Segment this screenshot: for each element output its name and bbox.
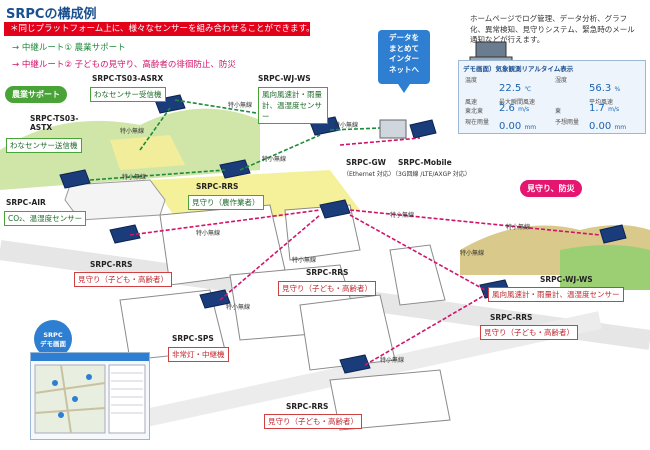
demo-badge: SRPC デモ画面 (34, 320, 72, 358)
link-label: 特小無線 (380, 357, 405, 364)
device-gw-sub: （Ethernet 対応） (343, 171, 395, 178)
max-gust-value: 2.6 m/s (499, 103, 530, 114)
device-ts03-asrx-name: SRPC-TS03-ASRX (92, 74, 164, 83)
rain-now-label: 現在雨量 (465, 119, 490, 126)
avg-wind-value: 1.7 m/s (589, 103, 620, 114)
route-desc: 子どもの見守り、高齢者の徘徊防止、防災 (74, 60, 236, 70)
temp-value: 22.5 ℃ (499, 83, 532, 94)
rain-now-value: 0.00 mm (499, 121, 537, 132)
device-wjws-top-desc: 風向風速計・雨量計、温湿度センサー (258, 87, 328, 124)
max-gust-label: 最大瞬間風速 (499, 99, 536, 106)
route-desc: 農業サポート (74, 43, 126, 53)
device-wjws-right-name: SRPC-WJ-WS (540, 275, 593, 284)
device-rrs-bottom-name: SRPC-RRS (286, 402, 329, 411)
link-label: 特小無線 (262, 156, 287, 163)
device-gw-name: SRPC-GW (346, 158, 386, 167)
callout-line: データを (389, 33, 419, 42)
avg-wind-label: 平均風速 (589, 99, 614, 106)
route-name: 中継ルート① (21, 43, 72, 53)
device-sps-name: SRPC-SPS (172, 334, 214, 343)
internet-callout: データを まとめて インター ネットへ (378, 30, 430, 84)
callout-tail (398, 84, 410, 93)
device-sps-desc: 非常灯・中継機 (168, 347, 229, 362)
rain-forecast-label: 予想雨量 (555, 119, 580, 126)
link-label: 特小無線 (120, 128, 145, 135)
page-title: SRPCの構成例 (6, 7, 97, 22)
device-wjws-top-name: SRPC-WJ-WS (258, 74, 311, 83)
route-2: → 中継ルート② 子どもの見守り、高齢者の徘徊防止、防災 (12, 58, 236, 70)
device-rrs-right-desc: 見守り（子ども・高齢者） (480, 325, 578, 340)
device-rrs-field-name: SRPC-RRS (196, 182, 239, 191)
dashboard-title: デモ画面）気象観測リアルタイム表示 (463, 65, 574, 73)
device-ts03-astx-desc: わなセンサー送信機 (6, 138, 82, 153)
callout-line: インター (389, 54, 419, 63)
callout-line: まとめて (389, 43, 419, 53)
demo-screen-thumbnail (30, 352, 150, 440)
wind-label: 風速 (465, 99, 478, 106)
agri-support-bubble: 農業サポート (5, 86, 67, 103)
link-label: 特小無線 (122, 174, 147, 181)
link-label: 特小無線 (460, 250, 485, 257)
arrow-icon: → (12, 60, 20, 70)
badge-line: デモ画面 (40, 340, 66, 348)
badge-line: SRPC (43, 331, 63, 339)
watch-disaster-bubble: 見守り、防災 (520, 180, 582, 197)
device-wjws-right-desc: 風向風速計・雨量計、温湿度センサー (488, 287, 624, 302)
device-mobile-sub: （3G回線 /LTE/AXGP 対応） (392, 171, 471, 178)
device-ts03-asrx-desc: わなセンサー受信機 (90, 87, 166, 102)
link-label: 特小無線 (506, 224, 531, 231)
device-air-name: SRPC-AIR (6, 198, 46, 207)
device-rrs-right-name: SRPC-RRS (490, 313, 533, 322)
device-rrs-left-desc: 見守り（子ども・高齢者） (74, 272, 172, 287)
link-label: 特小無線 (334, 122, 359, 129)
device-rrs-left-name: SRPC-RRS (90, 260, 133, 269)
device-air-desc: CO₂、温湿度センサー (4, 211, 87, 226)
rain-forecast-value: 0.00 mm (589, 121, 627, 132)
device-ts03-astx-name: SRPC-TS03-ASTX (30, 114, 79, 132)
device-rrs-bottom-desc: 見守り（子ども・高齢者） (264, 414, 362, 429)
link-label: 特小無線 (228, 102, 253, 109)
humidity-label: 湿度 (555, 77, 568, 84)
device-rrs-field-desc: 見守り（農作業者） (188, 195, 264, 210)
link-label: 特小無線 (226, 304, 251, 311)
map-thumbnail-icon (31, 353, 149, 434)
info-banner: ＊同じプラットフォーム上に、様々なセンサーを組み合わせることができます。 (4, 22, 310, 36)
link-label: 特小無線 (390, 212, 415, 219)
device-rrs-center-desc: 見守り（子ども・高齢者） (278, 281, 376, 296)
route-name: 中継ルート② (21, 60, 72, 70)
link-label: 特小無線 (196, 230, 221, 237)
callout-line: ネットへ (389, 64, 419, 74)
temp-label: 温度 (465, 77, 478, 84)
route-1: → 中継ルート① 農業サポート (12, 41, 126, 53)
arrow-icon: → (12, 43, 20, 53)
link-label: 特小無線 (292, 257, 317, 264)
weather-dashboard: デモ画面）気象観測リアルタイム表示 温度 22.5 ℃ 湿度 56.3 % 風速… (458, 60, 646, 134)
direction-value: 東北東 (465, 108, 484, 115)
dir-short: 東 (555, 108, 562, 115)
device-mobile-name: SRPC-Mobile (398, 158, 452, 167)
humidity-value: 56.3 % (589, 83, 621, 94)
device-rrs-center-name: SRPC-RRS (306, 268, 349, 277)
homepage-description: ホームページでログ管理、データ分析、グラフ化、異常検知、見守りシステム、緊急時の… (470, 14, 635, 44)
